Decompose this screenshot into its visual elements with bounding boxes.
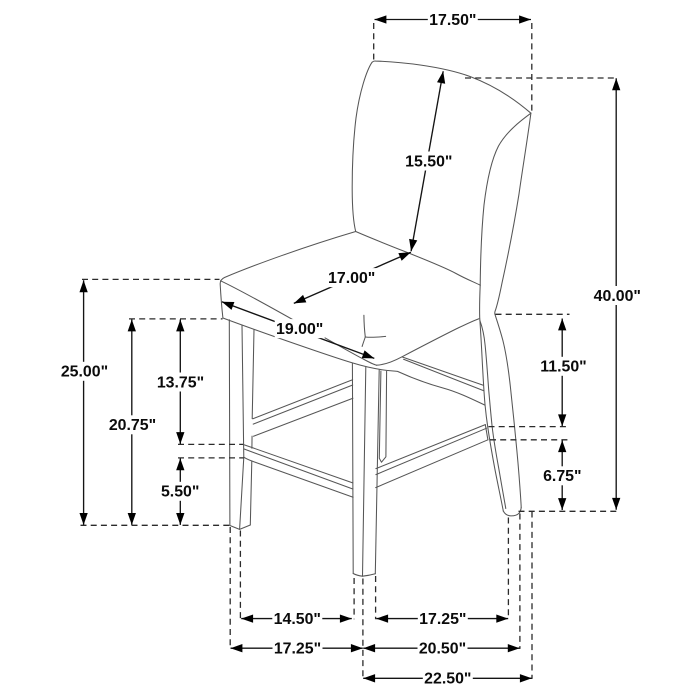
svg-text:20.50": 20.50" (419, 641, 466, 658)
svg-text:22.50": 22.50" (424, 670, 471, 687)
svg-text:25.00": 25.00" (61, 364, 108, 381)
svg-text:11.50": 11.50" (540, 359, 586, 376)
svg-text:14.50": 14.50" (274, 611, 321, 628)
svg-text:15.50": 15.50" (405, 153, 452, 170)
svg-text:6.75": 6.75" (543, 468, 581, 485)
svg-text:40.00": 40.00" (594, 288, 641, 305)
svg-text:13.75": 13.75" (157, 374, 204, 391)
svg-text:17.25": 17.25" (274, 641, 321, 658)
svg-text:17.00": 17.00" (328, 270, 375, 287)
svg-text:20.75": 20.75" (109, 417, 156, 434)
svg-text:5.50": 5.50" (161, 484, 199, 501)
svg-text:17.50": 17.50" (429, 12, 476, 29)
svg-text:17.25": 17.25" (419, 611, 466, 628)
svg-text:19.00": 19.00" (276, 321, 323, 338)
